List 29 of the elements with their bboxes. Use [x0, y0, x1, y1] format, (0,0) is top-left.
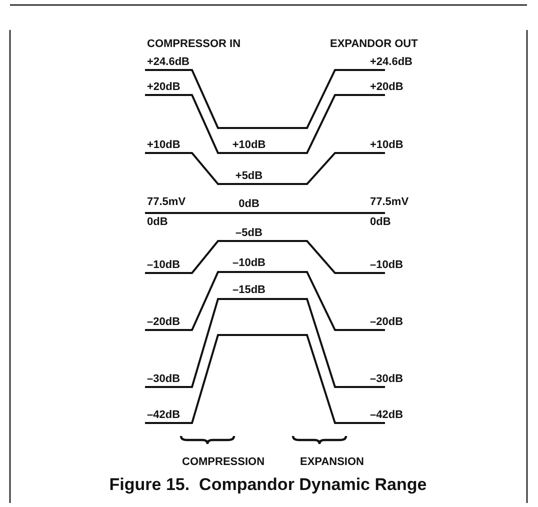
level-label: 77.5mV	[370, 196, 409, 209]
level-label: 77.5mV	[147, 196, 186, 209]
level-label: –20dB	[370, 316, 404, 329]
section-label: EXPANSION	[300, 456, 364, 469]
level-label: +20dB	[147, 81, 180, 94]
level-label: +10dB	[370, 139, 404, 152]
level-label: –30dB	[370, 373, 404, 386]
level-label: +24.6dB	[147, 56, 190, 69]
section-label: COMPRESSION	[182, 456, 265, 469]
level-label: +24.6dB	[370, 56, 412, 69]
level-label: –10dB	[370, 259, 404, 272]
level-label: –5dB	[236, 227, 262, 240]
level-label: –42dB	[370, 409, 404, 422]
level-label: 0dB	[370, 216, 391, 229]
level-label: 0dB	[238, 198, 260, 211]
level-label: +10dB	[232, 139, 266, 152]
level-label: 0dB	[147, 216, 168, 229]
section-label: COMPRESSOR IN	[147, 38, 241, 51]
level-label: +5dB	[235, 170, 263, 183]
level-label: –10dB	[147, 259, 180, 272]
level-label: +20dB	[370, 81, 404, 94]
level-label: +10dB	[147, 139, 180, 152]
level-label: –15dB	[232, 284, 266, 297]
level-label: –10dB	[232, 257, 266, 270]
figure-caption: Figure 15. Compandor Dynamic Range	[109, 475, 427, 495]
level-label: –30dB	[147, 373, 180, 386]
level-label: –20dB	[147, 316, 180, 329]
level-label: –42dB	[147, 409, 180, 422]
section-label: EXPANDOR OUT	[330, 38, 418, 51]
